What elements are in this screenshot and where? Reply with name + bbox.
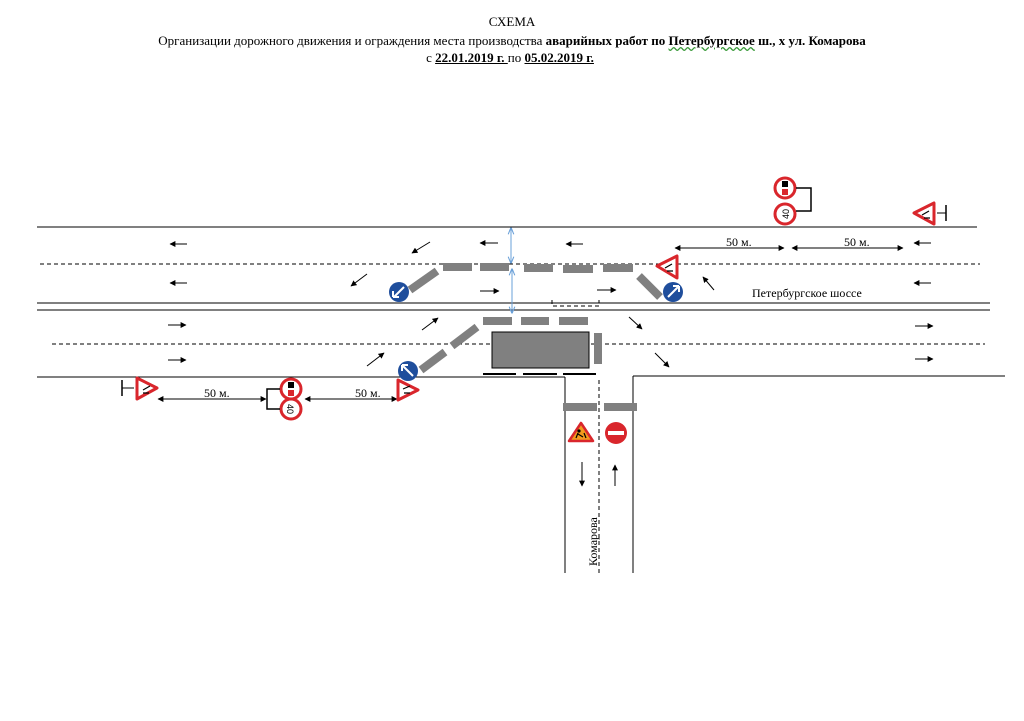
barrier-segment bbox=[407, 267, 440, 294]
road-works-warning-sign-icon bbox=[655, 254, 679, 280]
scheme-dates: с 22.01.2019 г. по 05.02.2019 г. bbox=[0, 50, 1022, 66]
speed-limit-sign-icon: 40 bbox=[773, 202, 797, 226]
subtitle-road: Петербургское bbox=[668, 33, 755, 48]
lane-markings bbox=[40, 263, 985, 573]
arrow-diagonal bbox=[421, 317, 439, 331]
road-works-warning-sign-icon bbox=[912, 201, 947, 226]
sign-bracket bbox=[266, 388, 280, 410]
measurement-line bbox=[511, 228, 512, 313]
distance-measures bbox=[157, 245, 904, 402]
arrow-diagonal bbox=[654, 352, 670, 368]
speed-limit-value: 40 bbox=[285, 404, 295, 414]
arrow-diagonal bbox=[411, 241, 431, 254]
side-street-label: Комарова bbox=[586, 516, 600, 566]
subtitle-bold-2: ш., х ул. Комарова bbox=[754, 33, 866, 48]
road-edges bbox=[37, 226, 1005, 573]
distance-label: 50 м. bbox=[204, 386, 230, 400]
no-entry-sign-icon bbox=[605, 422, 627, 444]
work-zone-block bbox=[491, 331, 590, 369]
date-from: 22.01.2019 г. bbox=[435, 50, 508, 65]
speed-limit-sign-icon: 40 bbox=[279, 397, 303, 421]
subtitle-bold-1: аварийных работ по bbox=[545, 33, 669, 48]
road-works-warning-sign-icon bbox=[121, 376, 159, 401]
date-to-prefix: по bbox=[507, 50, 525, 65]
scheme-title: СХЕМА bbox=[0, 14, 1024, 30]
sign-bracket bbox=[796, 187, 812, 212]
barrier-segment bbox=[449, 323, 480, 350]
title-text: СХЕМА bbox=[488, 14, 536, 29]
barrier-upper bbox=[407, 263, 663, 300]
distance-label: 50 м. bbox=[844, 235, 870, 249]
arrow-diagonal bbox=[628, 316, 643, 330]
keep-direction-sign-icon bbox=[398, 361, 418, 381]
date-from-prefix: с bbox=[426, 50, 436, 65]
date-to: 05.02.2019 г. bbox=[524, 50, 594, 65]
speed-limit-value: 40 bbox=[781, 209, 791, 219]
road-works-warning-sign-icon bbox=[396, 378, 420, 402]
traffic-arrows bbox=[168, 240, 934, 487]
no-overtaking-sign-icon bbox=[279, 377, 303, 401]
distance-label: 50 м. bbox=[355, 386, 381, 400]
barrier-segment bbox=[636, 273, 663, 300]
keep-direction-sign-icon bbox=[663, 282, 683, 302]
barrier-segment bbox=[418, 348, 448, 374]
subtitle-plain: Организации дорожного движения и огражде… bbox=[158, 33, 546, 48]
scheme-subtitle: Организации дорожного движения и огражде… bbox=[0, 33, 1024, 49]
barrier-lower bbox=[418, 317, 637, 411]
arrow-diagonal bbox=[350, 273, 368, 287]
keep-direction-sign-icon bbox=[389, 282, 409, 302]
no-overtaking-sign-icon bbox=[773, 176, 797, 200]
road-works-sign-icon bbox=[567, 421, 595, 443]
arrow-diagonal bbox=[366, 352, 385, 367]
work-zone-outline bbox=[551, 300, 600, 307]
main-road-label: Петербургское шоссе bbox=[752, 286, 862, 300]
arrow-diagonal bbox=[702, 276, 715, 291]
distance-label: 50 м. bbox=[726, 235, 752, 249]
